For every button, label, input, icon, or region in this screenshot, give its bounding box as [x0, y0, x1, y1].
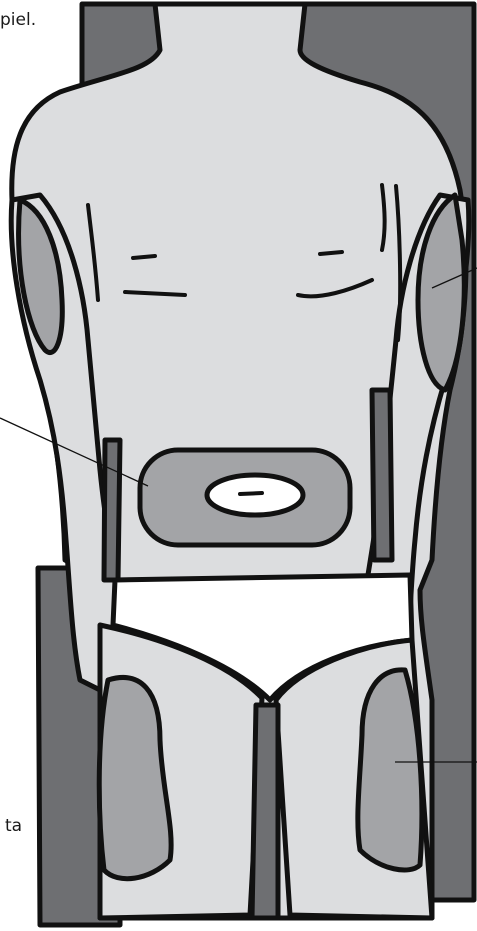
arm-crease-right-2 — [394, 184, 403, 342]
right-arm-injection-zone — [415, 192, 467, 393]
leader-line-abdomen — [0, 417, 149, 487]
left-thigh-injection-zone — [96, 675, 174, 882]
caption-fragment-bottom: ta — [5, 816, 23, 836]
right-thigh-injection-zone — [355, 667, 425, 873]
arm-crease-left — [86, 203, 100, 302]
caption-fragment-top: piel. — [0, 10, 37, 30]
leader-line-right-arm — [431, 267, 477, 289]
nipple-right — [318, 250, 344, 256]
crotch-gap — [249, 702, 281, 921]
navel-mark — [238, 491, 264, 496]
waist-shadow-right — [369, 387, 395, 563]
nipple-left — [131, 254, 157, 260]
left-arm-injection-zone — [16, 197, 65, 355]
waist-shadow-left — [101, 437, 123, 583]
arm-crease-right — [380, 183, 387, 252]
chest-line-left — [123, 290, 187, 297]
chest-line-right — [296, 278, 374, 299]
